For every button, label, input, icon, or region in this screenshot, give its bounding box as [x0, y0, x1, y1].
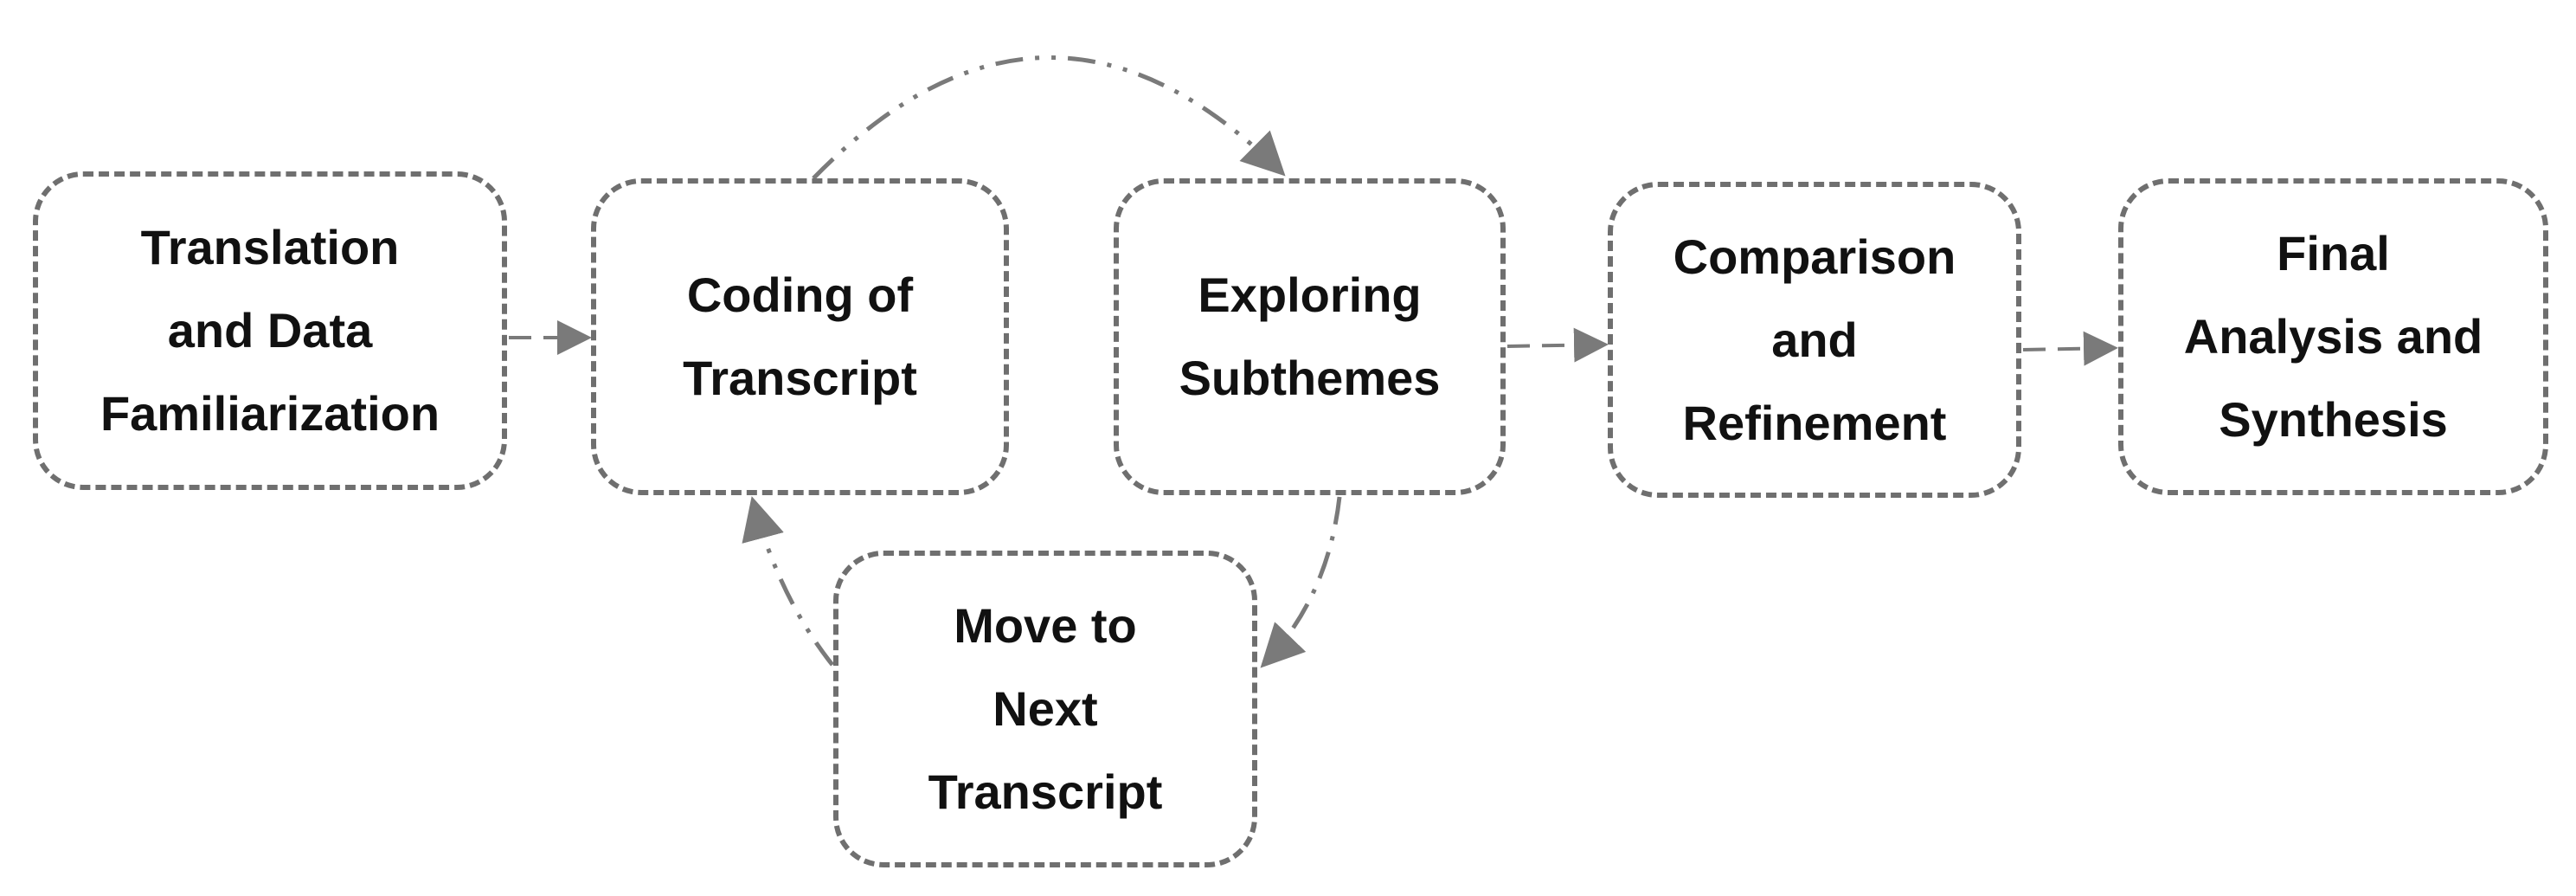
node-translation-label: Translation and Data Familiarization: [100, 220, 440, 441]
arrow-coding-to-exploring: [812, 55, 1286, 180]
arrow-exploring-to-comparison: [1506, 327, 1609, 363]
node-final-label: Final Analysis and Synthesis: [2183, 226, 2483, 447]
node-move-label: Move to Next Transcript: [928, 598, 1163, 819]
node-exploring: Exploring Subthemes: [1114, 178, 1506, 495]
node-comparison: Comparison and Refinement: [1608, 182, 2021, 498]
node-final: Final Analysis and Synthesis: [2118, 178, 2548, 495]
node-exploring-label: Exploring Subthemes: [1179, 268, 1441, 405]
node-translation: Translation and Data Familiarization: [33, 171, 507, 490]
node-coding-label: Coding of Transcript: [683, 268, 917, 405]
node-comparison-label: Comparison and Refinement: [1673, 229, 1956, 450]
node-move: Move to Next Transcript: [833, 551, 1257, 867]
arrow-exploring-to-move: [1260, 496, 1342, 668]
arrow-move-to-coding: [742, 496, 834, 667]
node-coding: Coding of Transcript: [591, 178, 1009, 495]
arrow-comparison-to-final: [2022, 331, 2118, 366]
